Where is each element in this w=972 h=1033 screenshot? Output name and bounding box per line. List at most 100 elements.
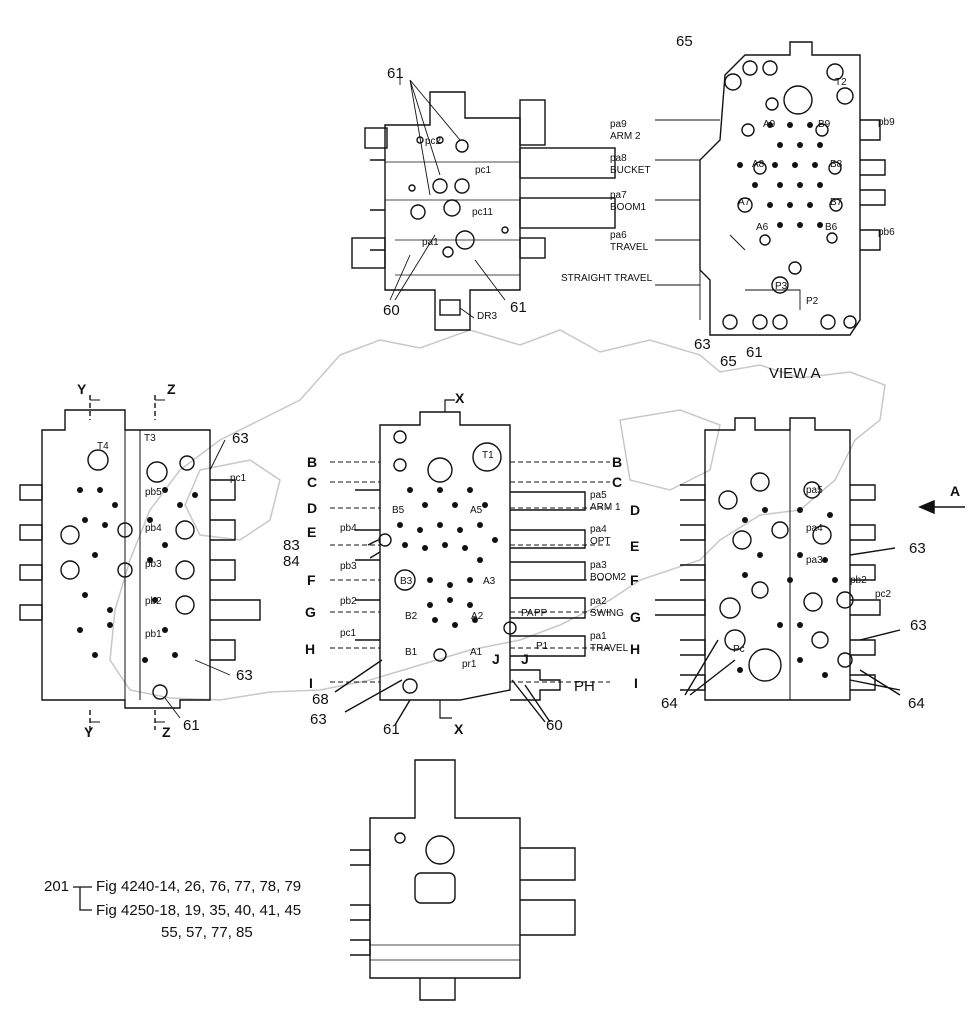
center-label-b1: B1 — [405, 647, 418, 658]
left-label-t4: T4 — [97, 441, 109, 452]
section-b-right: B — [612, 454, 623, 470]
viewa-label-b8: B8 — [830, 159, 843, 170]
section-b-left: B — [307, 454, 318, 470]
top-view-valve — [351, 70, 616, 331]
section-e-left: E — [307, 524, 317, 540]
center-callout-63: 63 — [310, 711, 327, 728]
viewa-port-arm2: ARM 2 — [610, 131, 641, 142]
section-c-left: C — [307, 474, 318, 490]
section-d-right: D — [630, 502, 641, 518]
center-label-a1: A1 — [470, 647, 483, 658]
top-label-pa1: pa1 — [422, 237, 439, 248]
section-j-left: J — [492, 651, 500, 667]
center-callout-60: 60 — [546, 717, 563, 734]
center-label-pb2: pb2 — [340, 596, 357, 607]
viewa-label-a8: A8 — [752, 159, 765, 170]
center-port-pa3: pa3 — [590, 560, 607, 571]
section-x-top: X — [455, 390, 465, 406]
top-label-pc11: pc11 — [472, 207, 493, 218]
section-x-bottom: X — [454, 721, 464, 737]
section-i-left: I — [309, 675, 313, 691]
viewa-port-bucket: BUCKET — [610, 165, 651, 176]
top-label-dr3: DR3 — [477, 311, 498, 322]
left-label-pb4: pb4 — [145, 523, 162, 534]
center-port-pa1: pa1 — [590, 631, 607, 642]
section-c-right: C — [612, 474, 623, 490]
section-g-left: G — [305, 604, 316, 620]
right-label-pa5: pa5 — [806, 485, 823, 496]
left-label-pb2: pb2 — [145, 596, 162, 607]
section-f-right: F — [630, 572, 639, 588]
viewa-callout-65-top: 65 — [676, 33, 693, 50]
section-g-right: G — [630, 609, 641, 625]
right-label-pc: Pc — [733, 644, 745, 655]
viewa-label-a7: A7 — [738, 197, 751, 208]
section-y-bottom: Y — [84, 724, 94, 740]
center-label-a3: A3 — [483, 576, 496, 587]
note-line-3: 55, 57, 77, 85 — [161, 924, 253, 941]
center-port-pa4: pa4 — [590, 524, 607, 535]
center-label-p1: P1 — [536, 641, 549, 652]
viewa-label-pb9: pb9 — [878, 117, 895, 128]
center-label-a2: A2 — [471, 611, 484, 622]
center-label-b5: B5 — [392, 505, 405, 516]
right-callout-64-right: 64 — [908, 695, 925, 712]
top-callout-61-b: 61 — [510, 299, 527, 316]
viewa-label-p2: P2 — [806, 296, 819, 307]
center-label-pr1: pr1 — [462, 659, 477, 670]
viewa-port-boom1: BOOM1 — [610, 202, 647, 213]
center-callout-83: 83 — [283, 537, 300, 554]
left-callout-61: 61 — [183, 717, 200, 734]
right-label-pa3: pa3 — [806, 555, 823, 566]
left-view-valve — [19, 395, 261, 730]
section-i-right: I — [634, 675, 638, 691]
viewa-port-travel: TRAVEL — [610, 242, 649, 253]
center-label-b2: B2 — [405, 611, 418, 622]
view-a-title: VIEW A — [769, 365, 821, 382]
viewa-label-t2: T2 — [835, 77, 847, 88]
left-label-t3: T3 — [144, 433, 156, 444]
view-a-valve — [655, 41, 886, 336]
viewa-label-b6: B6 — [825, 222, 838, 233]
left-label-pc1: pc1 — [230, 473, 247, 484]
center-label-pc1: pc1 — [340, 628, 357, 639]
viewa-callout-63: 63 — [694, 336, 711, 353]
center-port-arm1: ARM 1 — [590, 502, 621, 513]
center-label-pb3: pb3 — [340, 561, 357, 572]
top-label-pc2: pc2 — [425, 136, 442, 147]
center-port-swing: SWING — [590, 608, 624, 619]
watermark — [109, 329, 886, 701]
viewa-label-a6: A6 — [756, 222, 769, 233]
viewa-port-pa9: pa9 — [610, 119, 627, 130]
center-callout-68: 68 — [312, 691, 329, 708]
section-e-right: E — [630, 538, 640, 554]
bottom-view-valve — [350, 759, 576, 1001]
viewa-callout-61: 61 — [746, 344, 763, 361]
section-f-left: F — [307, 572, 316, 588]
section-h-left: H — [305, 641, 316, 657]
right-callout-63-a: 63 — [909, 540, 926, 557]
viewa-port-pa8: pa8 — [610, 153, 627, 164]
note-ref-201: 201 — [44, 878, 70, 895]
right-view-valve — [655, 417, 901, 701]
viewa-label-a9: A9 — [763, 119, 776, 130]
view-a-bolts — [737, 122, 823, 228]
center-label-b3: B3 — [400, 576, 413, 587]
center-view-valve — [330, 399, 610, 726]
center-port-travel: TRAVEL — [590, 643, 629, 654]
center-callout-61: 61 — [383, 721, 400, 738]
viewa-label-pb6: pb6 — [878, 227, 895, 238]
center-label-pb4: pb4 — [340, 523, 357, 534]
left-label-pb5: pb5 — [145, 487, 162, 498]
left-label-pb3: pb3 — [145, 559, 162, 570]
top-callout-61-a: 61 — [387, 65, 404, 82]
viewa-label-b9: B9 — [818, 119, 831, 130]
viewa-port-pa7: pa7 — [610, 190, 627, 201]
center-view-bolts — [397, 487, 498, 628]
section-z-top: Z — [167, 381, 176, 397]
viewa-label-p3: P3 — [775, 281, 788, 292]
top-label-pc1: pc1 — [475, 165, 492, 176]
section-y-top: Y — [77, 381, 87, 397]
